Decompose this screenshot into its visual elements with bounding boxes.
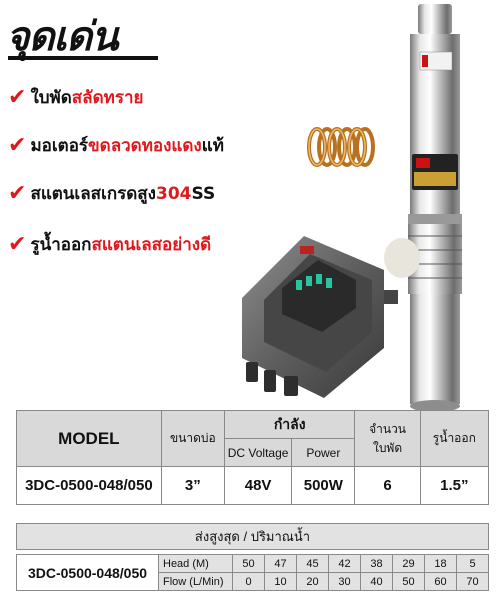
copper-coil-icon [307,127,375,167]
header-dc-voltage: DC Voltage [223,438,293,467]
cell-outlet: 1.5” [419,466,490,505]
controller-image [242,236,420,398]
flow-row: Flow (L/Min) 0 10 20 30 40 50 60 70 [17,572,489,591]
head-value: 5 [456,554,489,573]
feature-highlight: สแตนเลสอย่างดี [91,235,212,255]
head-value: 29 [392,554,425,573]
head-value: 18 [424,554,457,573]
spec-table: MODEL ขนาดบ่อ กำลัง จำนวนใบพัด รูน้ำออก … [16,410,490,505]
page-title: จุดเด่น [6,14,118,60]
feature-highlight: 304 [156,183,192,204]
flow-value: 20 [296,572,329,591]
head-value: 42 [328,554,361,573]
feature-highlight: ขดลวดทองแดง [88,136,202,156]
title-underline [8,56,158,60]
perf-model: 3DC-0500-048/050 [16,554,159,591]
feature-text: มอเตอร์ [30,136,89,156]
header-outlet: รูน้ำออก [419,410,490,467]
head-value: 45 [296,554,329,573]
cell-impellers: 6 [354,466,421,505]
flow-value: 60 [424,572,457,591]
check-icon: ✔ [8,133,27,158]
cell-bore: 3” [160,466,225,505]
head-row: 3DC-0500-048/050 Head (M) 50 47 45 42 38… [16,554,489,591]
feature-text: สแตนเลสเกรดสูง [30,184,156,204]
feature-suffix: แท้ [201,136,224,156]
feature-suffix: SS [191,183,216,204]
check-icon: ✔ [8,85,27,110]
flow-value: 0 [232,572,265,591]
header-model: MODEL [16,410,162,467]
header-power-group: กำลัง [223,410,356,439]
feature-impeller: ✔ ใบพัด สลัดทราย [8,84,143,111]
feature-text: ใบพัด [30,88,72,108]
head-label: Head (M) [158,554,233,573]
feature-outlet: ✔ รูน้ำออก สแตนเลสอย่างดี [8,231,211,258]
table-row: 3DC-0500-048/050 3” 48V 500W 6 1.5” [16,466,490,505]
flow-value: 50 [392,572,425,591]
performance-table: ส่งสูงสุด / ปริมาณน้ำ 3DC-0500-048/050 H… [16,523,489,591]
header-power: Power [291,438,356,467]
cell-dc-voltage: 48V [223,466,293,505]
flow-label: Flow (L/Min) [158,572,233,591]
head-value: 50 [232,554,265,573]
feature-highlight: สลัดทราย [71,88,144,108]
head-value: 38 [360,554,393,573]
check-icon: ✔ [8,232,27,257]
cell-power: 500W [291,466,356,505]
header-impellers: จำนวนใบพัด [354,410,421,467]
head-value: 47 [264,554,297,573]
feature-text: รูน้ำออก [30,235,92,255]
pump-image [408,4,462,412]
flow-value: 70 [456,572,489,591]
cell-model: 3DC-0500-048/050 [16,466,162,505]
feature-stainless: ✔ สแตนเลสเกรดสูง 304 SS [8,180,215,207]
performance-caption: ส่งสูงสุด / ปริมาณน้ำ [16,523,489,550]
flow-value: 10 [264,572,297,591]
feature-motor: ✔ มอเตอร์ ขดลวดทองแดง แท้ [8,132,224,159]
check-icon: ✔ [8,181,27,206]
header-bore: ขนาดบ่อ [160,410,225,467]
flow-value: 30 [328,572,361,591]
flow-value: 40 [360,572,393,591]
